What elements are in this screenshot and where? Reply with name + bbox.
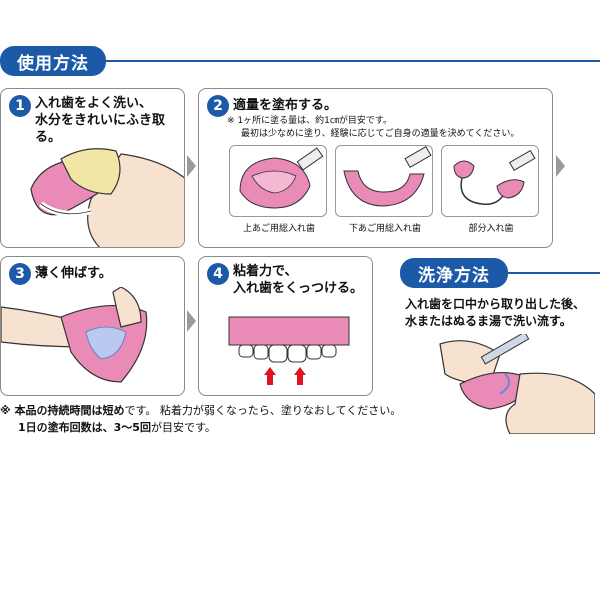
step-2-note-2: 最初は少なめに塗り、経験に応じてご自身の適量を決めてください。 [241, 129, 520, 139]
footnote-line-2-rest: が目安です。 [150, 421, 216, 434]
step-1-line-2: 水分をきれいにふき取る。 [35, 113, 166, 145]
footnote-line-2: 1日の塗布回数は、3～5回が目安です。 [0, 419, 430, 436]
step-2-number: 2 [207, 95, 229, 117]
footnote-line-1: ※ 本品の持続時間は短めです。 粘着力が弱くなったら、塗りなおしてください。 [0, 402, 430, 419]
partial-denture-icon [453, 149, 536, 206]
step-4-illustration [228, 316, 350, 385]
step-3-text: 薄く伸ばす。 [35, 266, 112, 281]
lower-denture-icon [343, 145, 432, 207]
step-1-line-1: 入れ歯をよく洗い、 [35, 96, 153, 111]
upper-denture-caption: 上あご用総入れ歯 [242, 224, 315, 234]
upper-gum [228, 316, 350, 346]
push-up-arrows [264, 367, 306, 385]
usage-section-title: 使用方法 [0, 46, 106, 76]
wash-text: 入れ歯を口中から取り出した後、 水またはぬるま湯で洗い流す。 [405, 296, 585, 330]
step-4-text: 粘着力で、 入れ歯をくっつける。 [233, 263, 363, 297]
step-2-text: 適量を塗布する。 [233, 98, 338, 113]
upper-denture-box [229, 145, 327, 217]
step-4-panel: 4 粘着力で、 入れ歯をくっつける。 [198, 256, 373, 396]
step-1-number: 1 [9, 95, 31, 117]
step-3-number: 3 [9, 263, 31, 285]
footnote-line-2-bold: 1日の塗布回数は、3～5回 [18, 421, 151, 434]
arrow-1-to-2 [187, 155, 196, 177]
step-1-illustration [30, 148, 184, 247]
footnote-line-1-bold: ※ 本品の持続時間は短め [0, 404, 125, 417]
step-1-panel: 1 入れ歯をよく洗い、 水分をきれいにふき取る。 [0, 88, 185, 248]
arrow-3-to-4 [187, 310, 196, 332]
step-3-illustration [1, 287, 148, 383]
step-4-line-2: 入れ歯をくっつける。 [233, 281, 364, 296]
wash-line-2: 水またはぬるま湯で洗い流す。 [405, 314, 572, 328]
lower-denture-caption: 下あご用総入れ歯 [348, 224, 421, 234]
footnote: ※ 本品の持続時間は短めです。 粘着力が弱くなったら、塗りなおしてください。 1… [0, 402, 430, 436]
wash-section-rule [504, 272, 600, 274]
step-2-note-1: ※ 1ヶ所に塗る量は、約1㎝が目安です。 [227, 116, 392, 126]
wash-section-title: 洗浄方法 [400, 258, 508, 288]
footnote-line-1-rest: です。 粘着力が弱くなったら、塗りなおしてください。 [124, 404, 402, 417]
step-4-number: 4 [207, 263, 229, 285]
arrow-2-next [556, 155, 565, 177]
step-2-notes: ※ 1ヶ所に塗る量は、約1㎝が目安です。 最初は少なめに塗り、経験に応じてご自身… [227, 115, 519, 141]
brush-illustration [480, 334, 530, 365]
step-4-line-1: 粘着力で、 [233, 264, 298, 279]
upper-denture-icon [239, 147, 324, 209]
partial-denture-caption: 部分入れ歯 [468, 224, 514, 234]
lower-denture-box [335, 145, 433, 217]
partial-denture-box [441, 145, 539, 217]
usage-section-rule [100, 60, 600, 62]
upper-teeth [238, 344, 337, 363]
step-3-panel: 3 薄く伸ばす。 [0, 256, 185, 396]
cloth-illustration [60, 148, 121, 195]
water-drops [499, 373, 510, 395]
wash-illustration [439, 334, 595, 434]
hand-illustration [439, 340, 501, 385]
wash-line-1: 入れ歯を口中から取り出した後、 [405, 297, 586, 311]
step-1-text: 入れ歯をよく洗い、 水分をきれいにふき取る。 [35, 95, 184, 146]
step-2-panel: 2 適量を塗布する。 ※ 1ヶ所に塗る量は、約1㎝が目安です。 最初は少なめに塗… [198, 88, 553, 248]
